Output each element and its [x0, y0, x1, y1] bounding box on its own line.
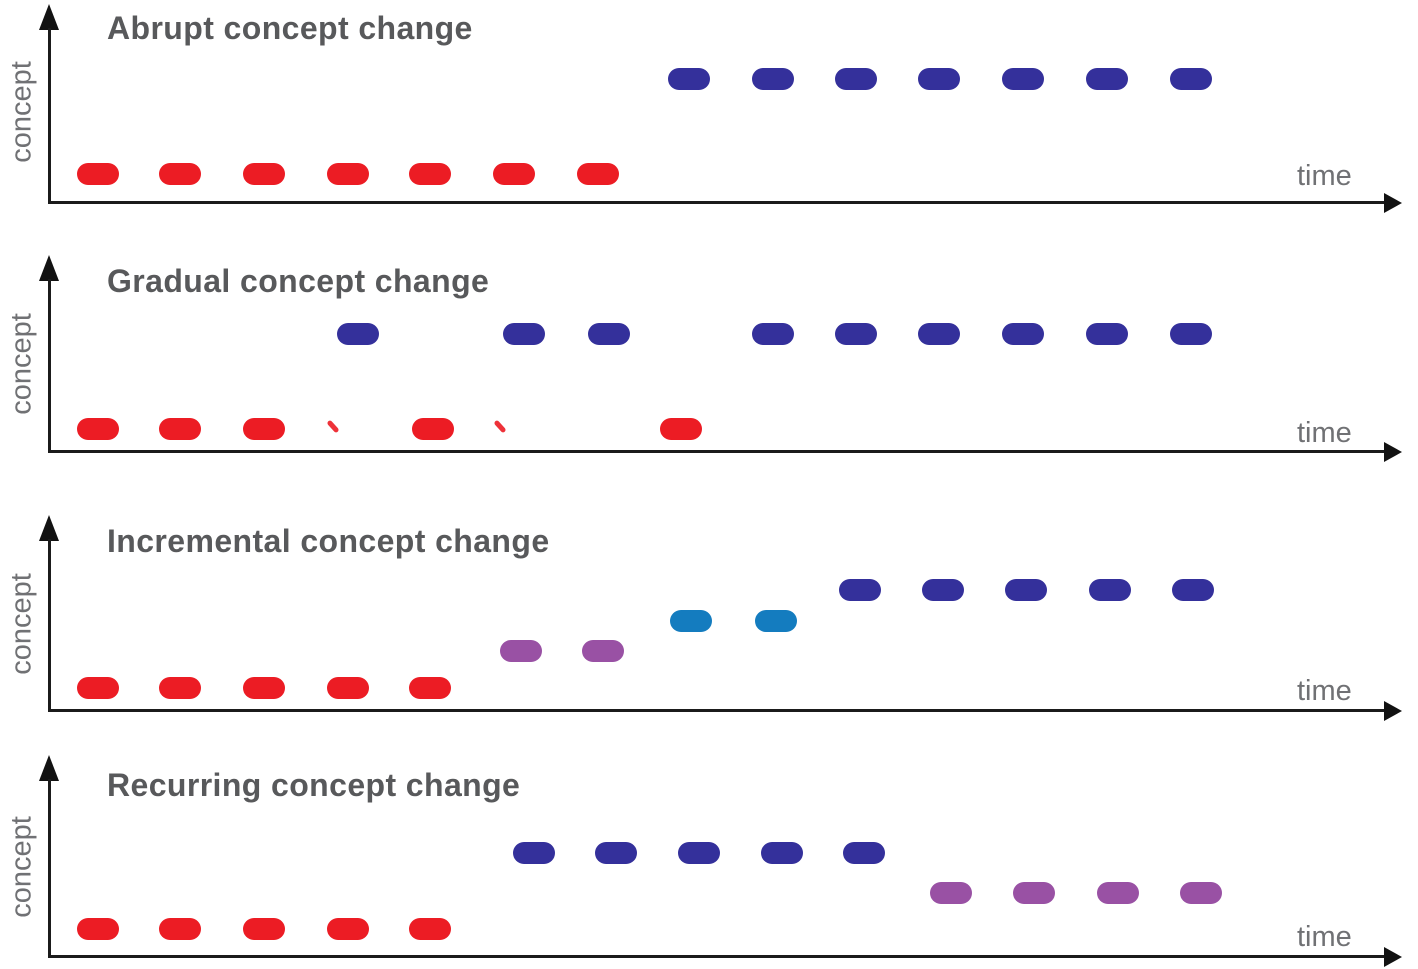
y-axis-arrow-icon: [39, 4, 59, 30]
data-pill: [1086, 68, 1128, 90]
y-axis-line: [48, 539, 51, 712]
x-axis-line: [48, 709, 1386, 712]
x-axis-label: time: [1297, 160, 1352, 192]
data-pill: [752, 68, 794, 90]
data-pill: [1097, 882, 1139, 904]
data-pill: [159, 163, 201, 185]
data-pill: [503, 323, 545, 345]
x-axis-label: time: [1297, 675, 1352, 707]
y-axis-label: concept: [5, 313, 38, 415]
data-pill: [582, 640, 624, 662]
y-axis-line: [48, 28, 51, 204]
data-pill: [670, 610, 712, 632]
data-pill: [839, 579, 881, 601]
data-pill: [1013, 882, 1055, 904]
data-pill: [409, 163, 451, 185]
data-pill: [159, 918, 201, 940]
data-pill: [761, 842, 803, 864]
y-axis-label: concept: [5, 573, 38, 675]
data-pill: [595, 842, 637, 864]
x-axis-arrow-icon: [1384, 701, 1402, 721]
data-pill: [159, 677, 201, 699]
data-pill: [493, 163, 535, 185]
y-axis-arrow-icon: [39, 255, 59, 281]
x-axis-line: [48, 450, 1386, 453]
data-pill: [577, 163, 619, 185]
x-axis-arrow-icon: [1384, 947, 1402, 967]
data-pill: [243, 918, 285, 940]
faded-data-pill: [493, 419, 507, 434]
data-pill: [500, 640, 542, 662]
data-pill: [755, 610, 797, 632]
panel-title: Abrupt concept change: [107, 10, 473, 46]
data-pill: [412, 418, 454, 440]
data-pill: [1089, 579, 1131, 601]
y-axis-arrow-icon: [39, 755, 59, 781]
data-pill: [668, 68, 710, 90]
data-pill: [752, 323, 794, 345]
data-pill: [918, 68, 960, 90]
data-pill: [409, 677, 451, 699]
faded-data-pill: [326, 419, 340, 434]
y-axis-label: concept: [5, 61, 38, 163]
x-axis-label: time: [1297, 417, 1352, 449]
x-axis-arrow-icon: [1384, 442, 1402, 462]
data-pill: [513, 842, 555, 864]
y-axis-label: concept: [5, 816, 38, 918]
data-pill: [918, 323, 960, 345]
data-pill: [327, 163, 369, 185]
y-axis-arrow-icon: [39, 515, 59, 541]
data-pill: [1172, 579, 1214, 601]
data-pill: [588, 323, 630, 345]
data-pill: [1170, 323, 1212, 345]
y-axis-line: [48, 779, 51, 958]
data-pill: [159, 418, 201, 440]
data-pill: [1002, 323, 1044, 345]
data-pill: [835, 68, 877, 90]
x-axis-line: [48, 201, 1386, 204]
data-pill: [337, 323, 379, 345]
data-pill: [327, 918, 369, 940]
data-pill: [243, 418, 285, 440]
data-pill: [243, 163, 285, 185]
data-pill: [843, 842, 885, 864]
data-pill: [243, 677, 285, 699]
data-pill: [922, 579, 964, 601]
data-pill: [1005, 579, 1047, 601]
x-axis-label: time: [1297, 921, 1352, 953]
data-pill: [1086, 323, 1128, 345]
data-pill: [409, 918, 451, 940]
panel-title: Recurring concept change: [107, 767, 521, 803]
y-axis-line: [48, 279, 51, 453]
data-pill: [678, 842, 720, 864]
data-pill: [930, 882, 972, 904]
data-pill: [1170, 68, 1212, 90]
data-pill: [660, 418, 702, 440]
data-pill: [835, 323, 877, 345]
x-axis-line: [48, 955, 1386, 958]
panel-title: Incremental concept change: [107, 523, 550, 559]
panel-title: Gradual concept change: [107, 263, 490, 299]
data-pill: [77, 163, 119, 185]
data-pill: [327, 677, 369, 699]
data-pill: [77, 677, 119, 699]
data-pill: [77, 918, 119, 940]
data-pill: [77, 418, 119, 440]
data-pill: [1180, 882, 1222, 904]
data-pill: [1002, 68, 1044, 90]
x-axis-arrow-icon: [1384, 193, 1402, 213]
